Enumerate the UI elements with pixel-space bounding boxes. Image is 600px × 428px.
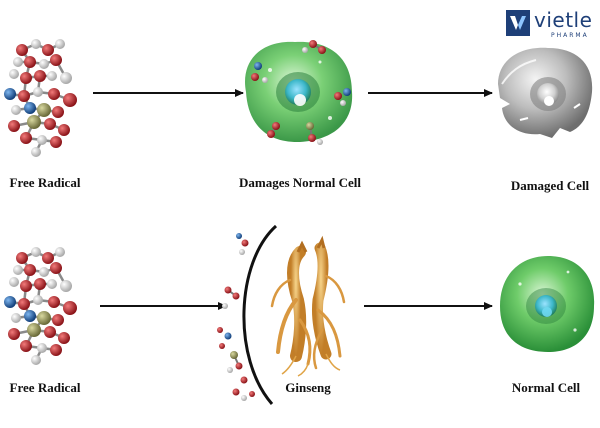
atom — [13, 265, 23, 275]
atom — [39, 59, 49, 69]
atom — [9, 69, 19, 79]
normal-cell — [500, 256, 595, 352]
atom — [44, 118, 56, 130]
brand-name: vietle — [534, 8, 593, 32]
shield-arc — [242, 224, 278, 405]
atom — [24, 102, 36, 114]
atom — [4, 88, 16, 100]
label-free-radical-bottom: Free Radical — [9, 380, 81, 395]
atom — [31, 147, 41, 157]
atom — [60, 280, 72, 292]
atom — [4, 296, 16, 308]
atom — [27, 323, 41, 337]
atom — [58, 124, 70, 136]
atom — [44, 326, 56, 338]
atom — [31, 355, 41, 365]
atom — [50, 54, 62, 66]
atom — [31, 247, 41, 257]
atom — [24, 264, 36, 276]
label-ginseng: Ginseng — [285, 380, 331, 395]
attacked-cell — [245, 40, 353, 145]
brand-logo: vietle PHARMA — [506, 8, 592, 42]
atom — [48, 88, 60, 100]
atom — [39, 267, 49, 277]
atom — [50, 136, 62, 148]
free-radical-molecule-bottom — [4, 247, 77, 365]
vietle-logo-icon — [506, 10, 530, 36]
atom — [47, 279, 57, 289]
atom — [9, 277, 19, 287]
atom — [11, 105, 21, 115]
atom — [63, 93, 77, 107]
atom — [60, 72, 72, 84]
atom — [8, 328, 20, 340]
atom — [24, 56, 36, 68]
atom — [47, 71, 57, 81]
atom — [34, 70, 46, 82]
atom — [42, 44, 54, 56]
atom — [31, 39, 41, 49]
atom — [20, 280, 32, 292]
atom — [52, 106, 64, 118]
label-damages-normal-cell: Damages Normal Cell — [238, 175, 362, 190]
label-damaged-cell: Damaged Cell — [510, 178, 590, 193]
atom — [55, 247, 65, 257]
atom — [37, 103, 51, 117]
atom — [13, 57, 23, 67]
atom — [37, 135, 47, 145]
atom — [18, 90, 30, 102]
label-free-radical-top: Free Radical — [9, 175, 81, 190]
atom — [11, 313, 21, 323]
atom — [16, 252, 28, 264]
atom — [33, 87, 43, 97]
atom — [18, 298, 30, 310]
atom — [37, 311, 51, 325]
atom — [55, 39, 65, 49]
atom — [42, 252, 54, 264]
atom — [20, 340, 32, 352]
atom — [48, 296, 60, 308]
atom — [20, 72, 32, 84]
damaged-cell — [498, 47, 593, 139]
atom — [16, 44, 28, 56]
atom — [24, 310, 36, 322]
atom — [20, 132, 32, 144]
blocked-radicals — [217, 233, 255, 401]
atom — [27, 115, 41, 129]
atom — [50, 344, 62, 356]
atom — [37, 343, 47, 353]
atom — [50, 262, 62, 274]
atom — [33, 295, 43, 305]
attached-radicals — [251, 40, 351, 145]
atom — [58, 332, 70, 344]
label-normal-cell: Normal Cell — [511, 380, 581, 395]
brand-tagline: PHARMA — [551, 32, 589, 39]
ginseng-root — [270, 235, 346, 377]
atom — [34, 278, 46, 290]
atom — [52, 314, 64, 326]
atom — [8, 120, 20, 132]
atom — [63, 301, 77, 315]
free-radical-molecule-top — [4, 39, 77, 157]
